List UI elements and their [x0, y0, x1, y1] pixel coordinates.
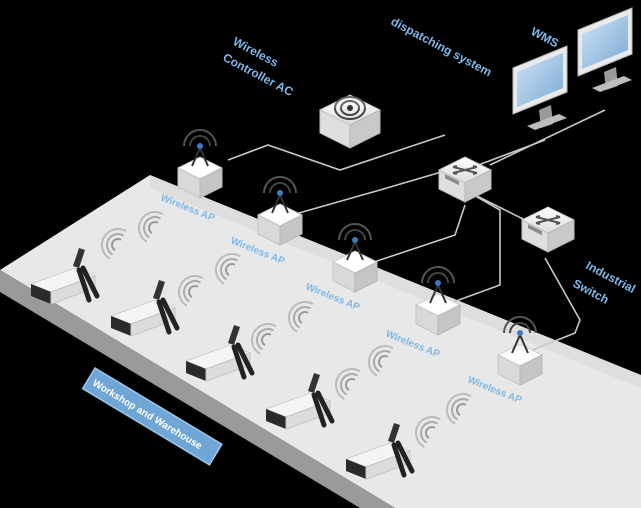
wifi-access-point-icon: [257, 176, 303, 246]
wms-label: WMS: [529, 24, 561, 50]
dispatching-label: dispatching system: [389, 14, 494, 79]
network-cables: [227, 109, 606, 356]
access-controller-icon: [318, 94, 382, 149]
monitor-icon: [577, 7, 633, 92]
monitor-icon: [512, 45, 568, 130]
network-switch-icon: [521, 206, 575, 253]
wifi-access-point-icon: [177, 129, 223, 199]
